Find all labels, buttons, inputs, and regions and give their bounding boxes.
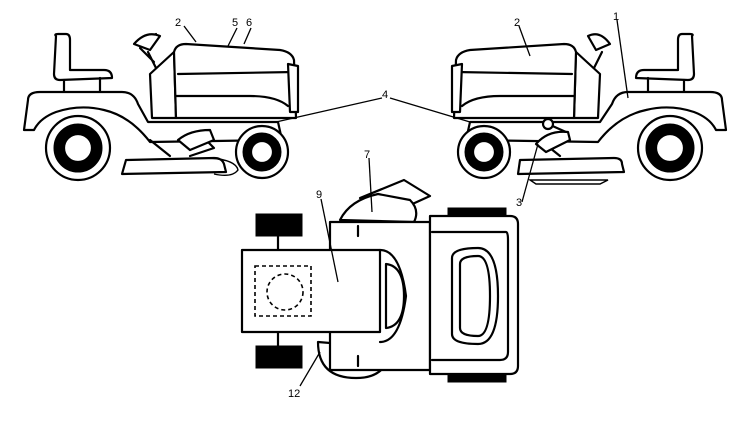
callout-2-left: 2 (175, 17, 181, 29)
left-side-view-tractor (22, 32, 300, 182)
callout-4: 4 (382, 89, 388, 101)
callout-6: 6 (246, 17, 252, 29)
callout-7: 7 (364, 149, 370, 161)
right-side-view-tractor (450, 32, 728, 185)
callout-12: 12 (288, 388, 300, 400)
callout-3: 3 (516, 197, 522, 209)
callout-1: 1 (613, 11, 619, 23)
callout-9: 9 (316, 189, 322, 201)
top-view-tractor (240, 178, 520, 383)
callout-2-right: 2 (514, 17, 520, 29)
callout-leaders (183, 19, 629, 387)
callout-labels: 2 5 6 4 2 1 3 7 9 12 (175, 11, 619, 400)
callout-5: 5 (232, 17, 238, 29)
